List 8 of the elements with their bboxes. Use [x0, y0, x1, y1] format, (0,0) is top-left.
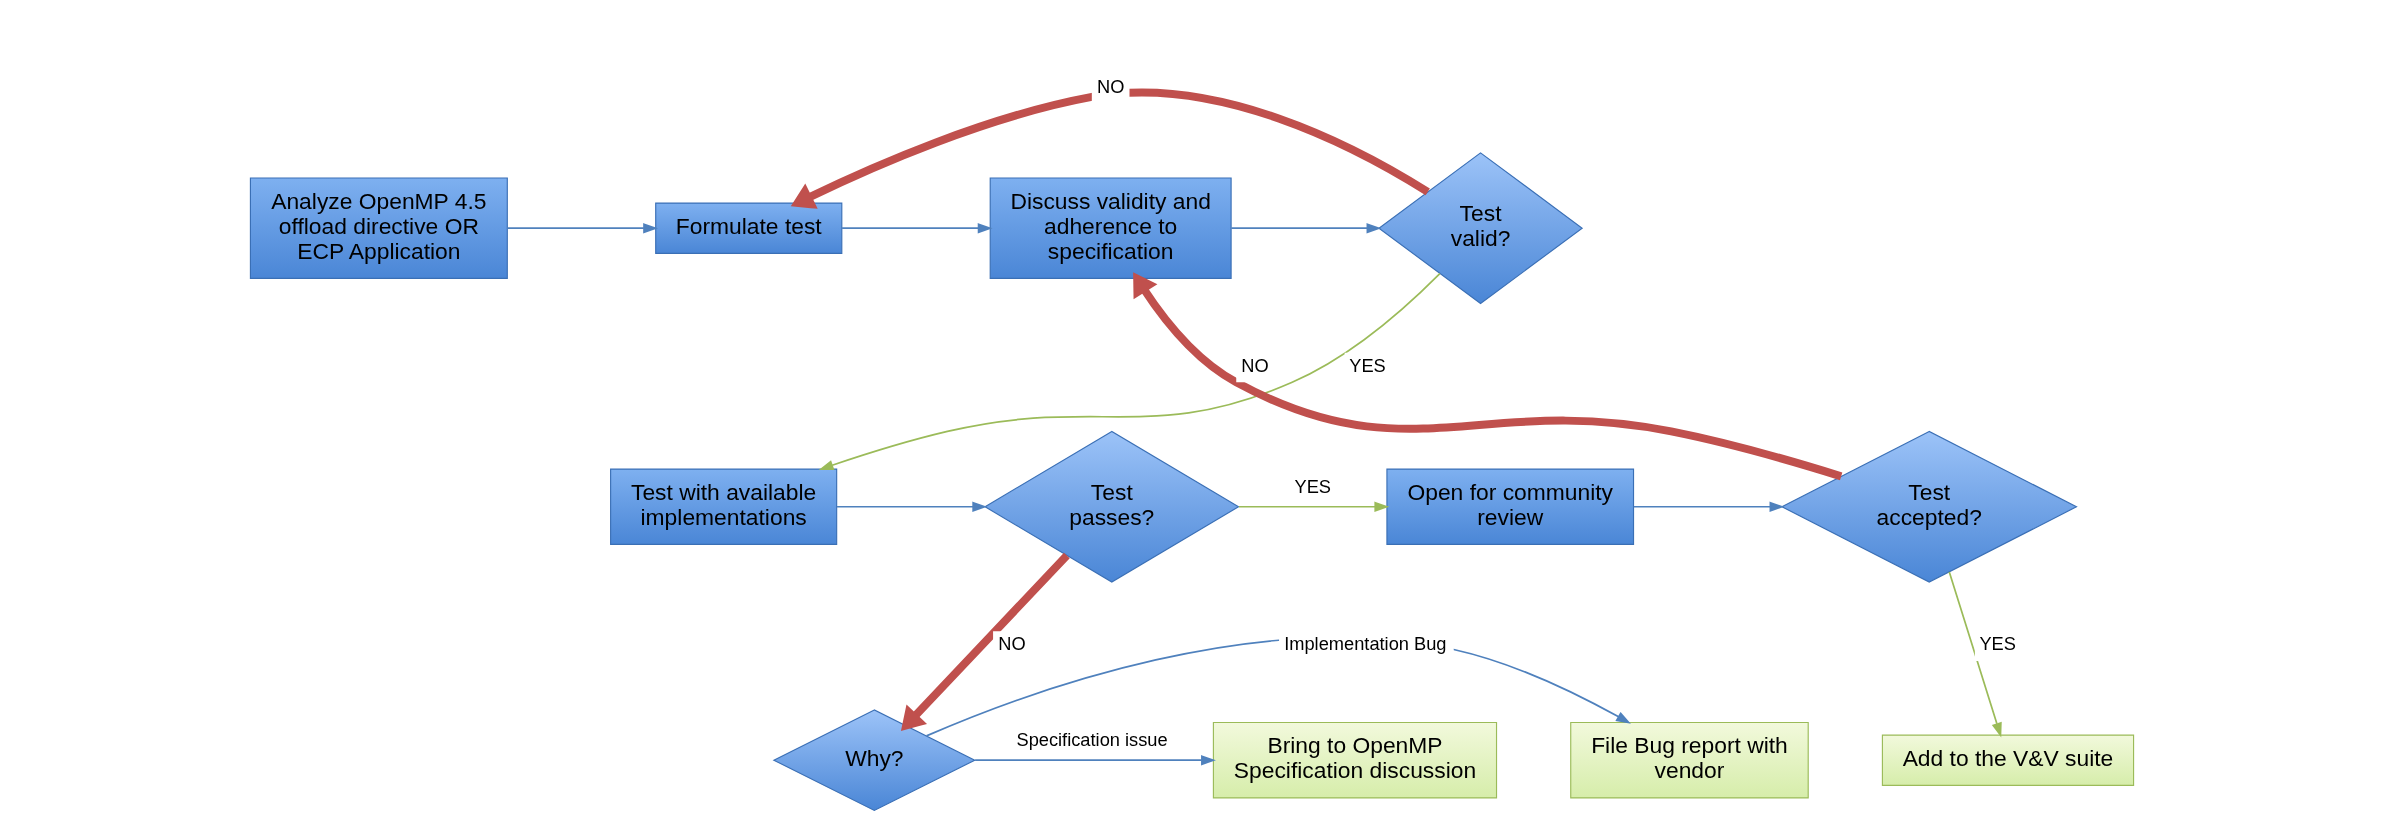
edge-label: NO	[1096, 75, 1125, 97]
edge-label: NO	[1241, 354, 1269, 376]
edge-label: YES	[1294, 475, 1331, 497]
edge-label: YES	[1979, 632, 2016, 654]
edge-label: Specification issue	[1016, 728, 1168, 750]
edge-label: NO	[998, 632, 1026, 654]
edge-label: Implementation Bug	[1284, 632, 1447, 654]
edge-label: YES	[1349, 354, 1386, 376]
